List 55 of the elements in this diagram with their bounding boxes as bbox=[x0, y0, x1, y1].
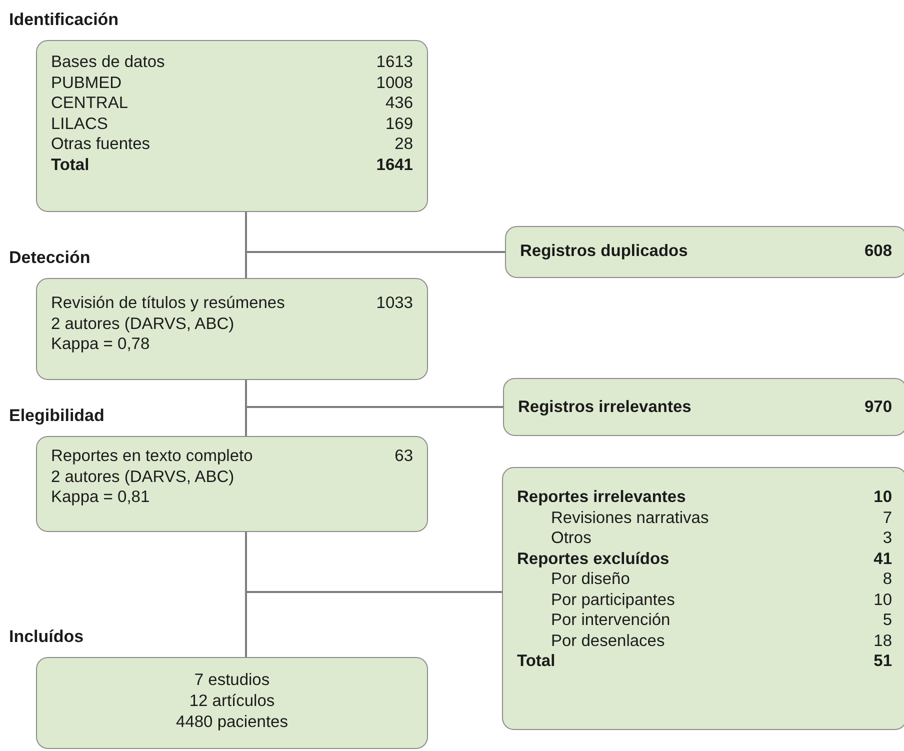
stage-heading: Identificación bbox=[9, 10, 119, 30]
count-value: 28 bbox=[394, 134, 413, 154]
count-value: 51 bbox=[874, 651, 892, 672]
count-value: 18 bbox=[874, 630, 892, 651]
count-value: 63 bbox=[394, 446, 413, 466]
count-value: 1008 bbox=[376, 72, 413, 93]
result-text: 7 estudios bbox=[193, 670, 271, 691]
row-label: Total bbox=[517, 651, 556, 672]
row-label: Registros duplicados bbox=[520, 241, 688, 262]
exclusion-box bbox=[502, 467, 904, 730]
count-value: 10 bbox=[874, 487, 892, 508]
row-label: Por intervención bbox=[550, 610, 670, 630]
count-value: 3 bbox=[882, 528, 892, 548]
count-value: 970 bbox=[864, 397, 892, 418]
row-label: Por participantes bbox=[550, 590, 675, 610]
row-label: CENTRAL bbox=[51, 93, 128, 114]
count-value: 608 bbox=[864, 241, 892, 262]
count-value: 10 bbox=[874, 590, 892, 610]
count-value: 5 bbox=[882, 610, 892, 630]
count-value: 8 bbox=[882, 569, 892, 590]
count-value: 1613 bbox=[376, 52, 413, 72]
stage-heading: Elegibilidad bbox=[9, 406, 104, 426]
row-label: PUBMED bbox=[51, 72, 122, 93]
row-label: Otras fuentes bbox=[51, 134, 150, 154]
count-value: 1641 bbox=[376, 154, 413, 175]
row-label: Por desenlaces bbox=[550, 630, 665, 651]
stage-heading: Incluídos bbox=[9, 627, 84, 647]
count-value: 436 bbox=[385, 93, 413, 114]
row-label: Por diseño bbox=[550, 569, 630, 590]
row-label: Reportes en texto completo bbox=[51, 446, 253, 466]
row-label: 2 autores (DARVS, ABC) bbox=[51, 314, 234, 334]
connector-line bbox=[245, 532, 502, 593]
count-value: 7 bbox=[882, 508, 892, 528]
row-label: Revisiones narrativas bbox=[550, 508, 709, 528]
count-value: 169 bbox=[385, 114, 413, 134]
row-label: Reportes irrelevantes bbox=[517, 487, 686, 508]
row-label: Kappa = 0,81 bbox=[51, 487, 150, 508]
row-label: Registros irrelevantes bbox=[518, 397, 692, 418]
result-text: 12 artículos bbox=[188, 691, 276, 712]
row-label: Revisión de títulos y resúmenes bbox=[51, 293, 285, 314]
row-label: Kappa = 0,78 bbox=[51, 334, 150, 354]
exclusion-box bbox=[505, 226, 904, 278]
row-label: Otros bbox=[550, 528, 592, 548]
row-label: Total bbox=[51, 154, 90, 175]
row-label: Bases de datos bbox=[51, 52, 165, 72]
result-text: 4480 pacientes bbox=[175, 712, 289, 733]
exclusion-box bbox=[503, 378, 904, 436]
row-label: Reportes excluídos bbox=[517, 548, 670, 569]
row-label: LILACS bbox=[51, 114, 108, 134]
row-label: 2 autores (DARVS, ABC) bbox=[51, 466, 234, 487]
connector-line bbox=[245, 212, 505, 253]
stage-heading: Detección bbox=[9, 248, 90, 268]
connector-line bbox=[245, 380, 503, 408]
count-value: 41 bbox=[874, 548, 892, 569]
count-value: 1033 bbox=[376, 293, 413, 314]
